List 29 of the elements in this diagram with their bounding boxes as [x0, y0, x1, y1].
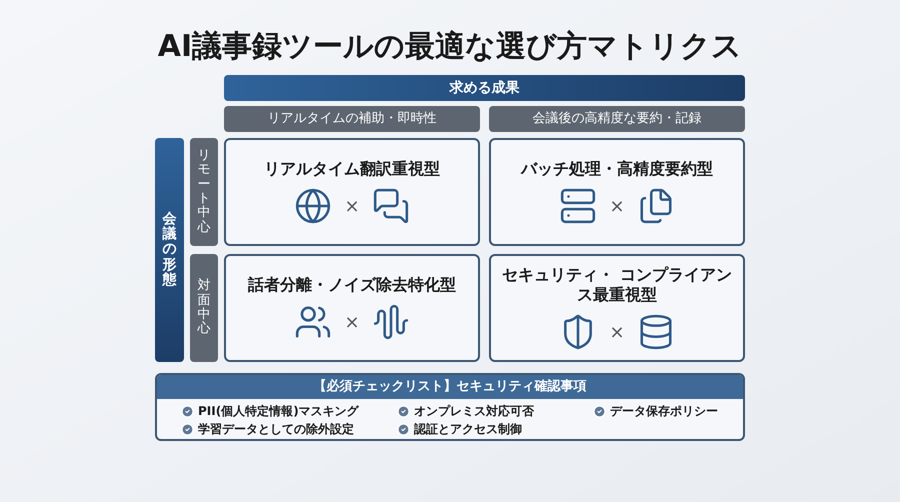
- row-header: [190, 254, 218, 362]
- vertical-label: リモート中心: [198, 149, 210, 235]
- cell-title: 話者分離・ノイズ除去特化型: [246, 275, 457, 295]
- cell-title: バッチ処理・高精度要約型: [520, 159, 714, 179]
- vertical-label: 対面中心: [198, 279, 210, 337]
- column-header: リアルタイムの補助・即時性: [224, 106, 480, 132]
- checklist-item: 学習データとしての除外設定: [198, 421, 354, 438]
- checklist-item: オンプレミス対応可否: [414, 403, 534, 420]
- matrix-cell: [224, 254, 480, 362]
- title: AI議事録ツールの最適な選び方マトリクス: [156, 28, 744, 66]
- row-header: [190, 138, 218, 246]
- times-sign: ×: [609, 194, 625, 218]
- checklist-item: データ保存ポリシー: [610, 403, 718, 420]
- matrix-cell: [224, 138, 480, 246]
- times-sign: ×: [344, 310, 360, 334]
- vertical-label: 会議の形態: [162, 212, 176, 288]
- matrix-cell: [489, 138, 745, 246]
- matrix-cell: [489, 254, 745, 362]
- header-band: 求める成果: [224, 75, 745, 101]
- times-sign: ×: [609, 320, 625, 344]
- column-header: 会議後の高精度な要約・記録: [489, 106, 745, 132]
- checklist-panel: [155, 373, 745, 441]
- checklist-item: 認証とアクセス制御: [414, 421, 522, 438]
- panel-header: 【必須チェックリスト】セキュリティ確認事項: [157, 375, 743, 399]
- cell-title: リアルタイム翻訳重視型: [263, 159, 441, 179]
- checklist-item: PII(個人特定情報)マスキング: [198, 403, 359, 420]
- cell-title: セキュリティ・ コンプライアンス最重視型: [501, 265, 733, 305]
- times-sign: ×: [344, 194, 360, 218]
- row-group-band: [155, 138, 184, 362]
